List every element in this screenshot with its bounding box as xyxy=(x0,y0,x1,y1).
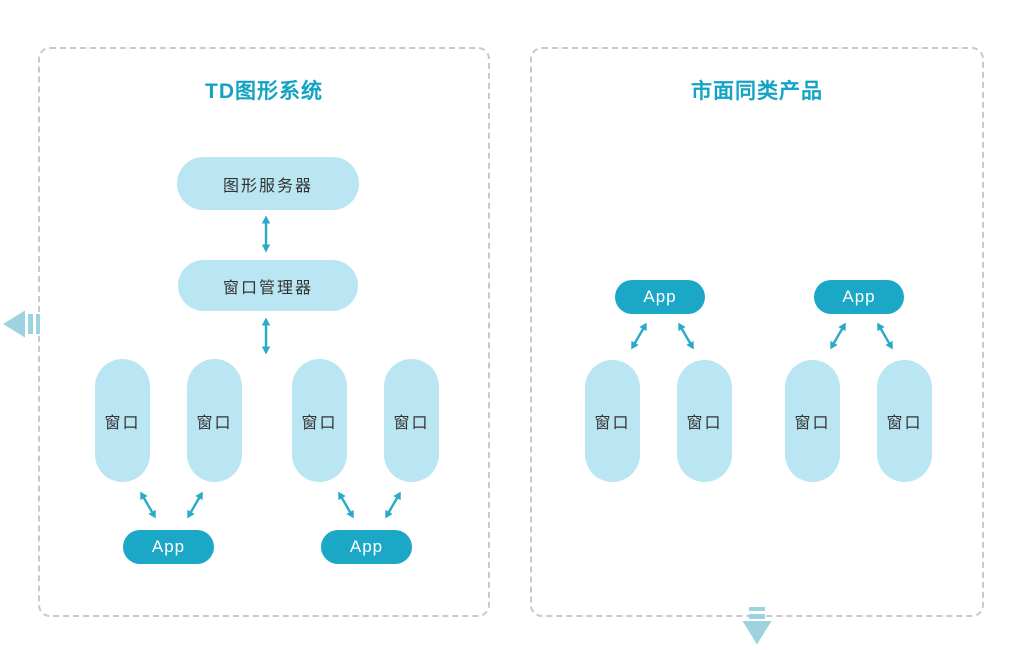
pill-window-label: 窗口 xyxy=(886,415,923,432)
double-arrow-vertical-icon xyxy=(261,215,271,253)
double-arrow-diagonal-icon xyxy=(631,322,647,350)
pill-app-label: App xyxy=(349,537,384,556)
pill-app: App xyxy=(615,280,705,314)
pill-window: 窗口 xyxy=(187,359,242,482)
pill-app-label: App xyxy=(151,537,186,556)
pill-app-label: App xyxy=(842,287,876,306)
pill-window: 窗口 xyxy=(95,359,150,482)
double-arrow-diagonal-icon xyxy=(187,491,203,519)
pill-window-label: 窗口 xyxy=(196,414,233,432)
pill-window: 窗口 xyxy=(785,360,840,482)
panel-title: TD图形系统 xyxy=(205,80,323,103)
panel-market-similar-products: 市面同类产品 App App xyxy=(530,47,984,617)
double-arrow-diagonal-icon xyxy=(338,491,354,519)
double-arrow-diagonal-icon xyxy=(877,322,893,350)
pill-window: 窗口 xyxy=(877,360,932,482)
pill-app-label: App xyxy=(643,287,677,306)
pill-window-label: 窗口 xyxy=(104,414,141,432)
down-arrow-icon[interactable] xyxy=(742,607,772,645)
pill-window-label: 窗口 xyxy=(301,414,338,432)
pill-window-manager-label: 窗口管理器 xyxy=(222,279,313,297)
pill-window-manager: 窗口管理器 xyxy=(178,260,358,311)
double-arrow-vertical-icon xyxy=(261,317,271,355)
double-arrow-diagonal-icon xyxy=(140,491,156,519)
pill-app: App xyxy=(814,280,904,314)
pill-graphics-server: 图形服务器 xyxy=(177,157,359,210)
back-arrow-icon[interactable] xyxy=(3,310,41,338)
pill-window-label: 窗口 xyxy=(594,415,631,432)
pill-window: 窗口 xyxy=(384,359,439,482)
pill-window: 窗口 xyxy=(292,359,347,482)
double-arrow-diagonal-icon xyxy=(678,322,694,350)
double-arrow-diagonal-icon xyxy=(385,491,401,519)
panel-td-graphics-system: TD图形系统 图形服务器 窗口管理器 窗口 窗口 窗口 xyxy=(38,47,490,617)
panel-title: 市面同类产品 xyxy=(691,80,823,103)
pill-window: 窗口 xyxy=(677,360,732,482)
pill-graphics-server-label: 图形服务器 xyxy=(222,177,313,195)
pill-window-label: 窗口 xyxy=(794,415,831,432)
pill-window-label: 窗口 xyxy=(393,414,430,432)
double-arrow-diagonal-icon xyxy=(830,322,846,350)
pill-window: 窗口 xyxy=(585,360,640,482)
pill-window-label: 窗口 xyxy=(686,415,723,432)
pill-app: App xyxy=(321,530,412,564)
pill-app: App xyxy=(123,530,214,564)
